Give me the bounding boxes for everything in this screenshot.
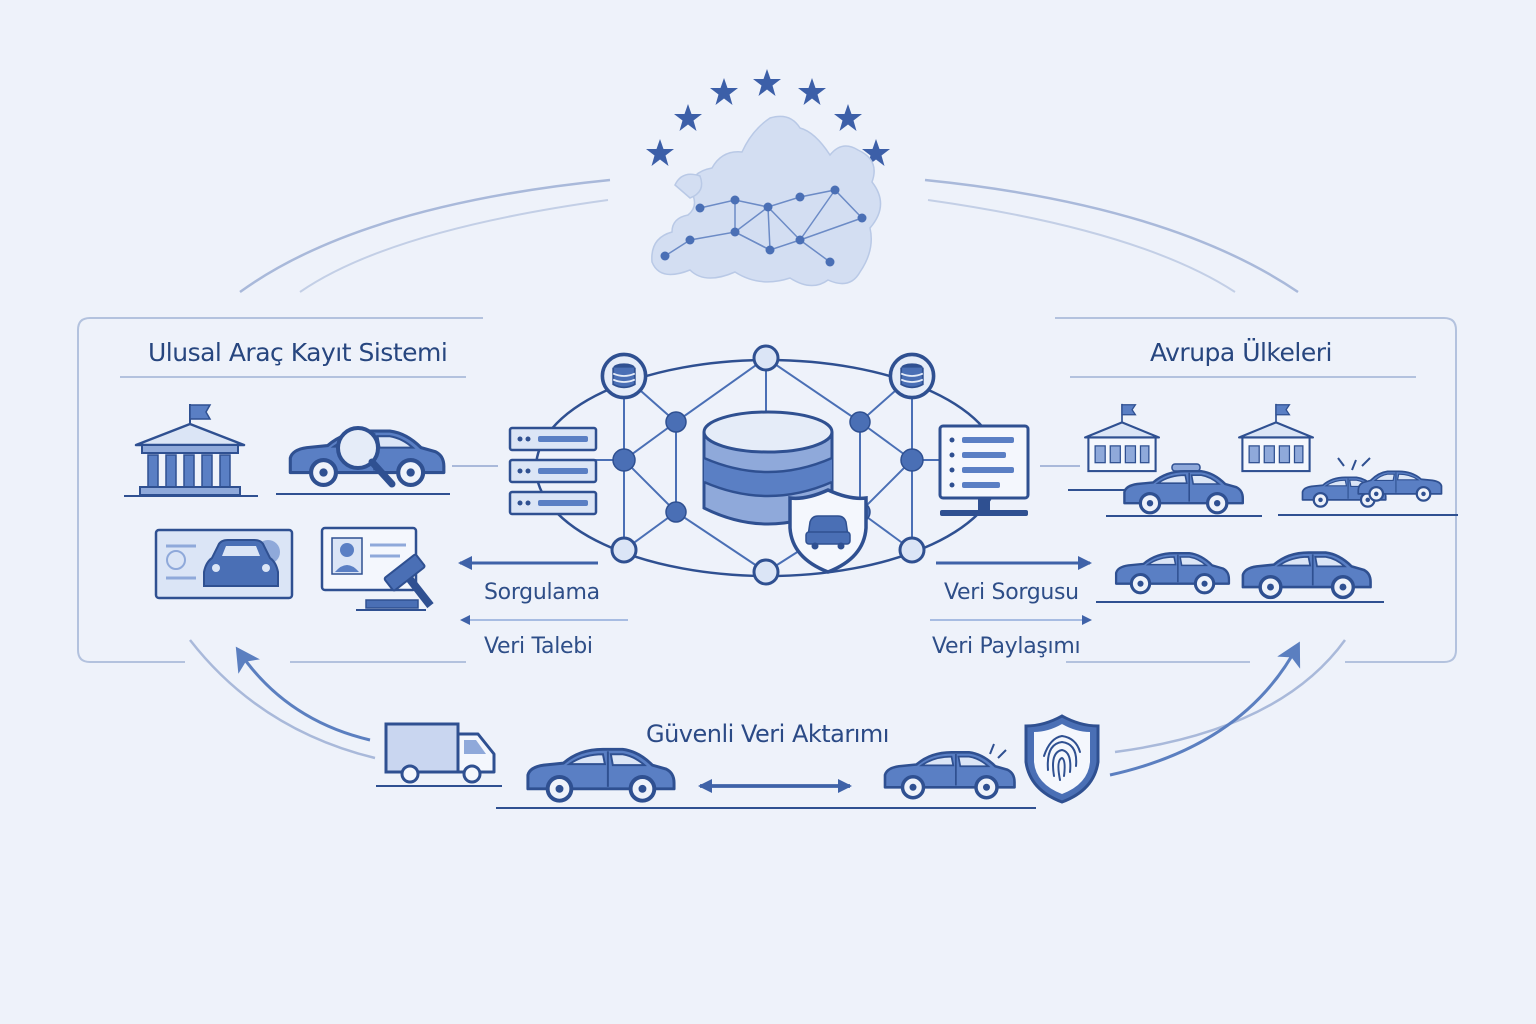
computer-terminal-icon [938, 424, 1030, 516]
europe-map-icon [651, 115, 882, 287]
secure-transfer-label: Güvenli Veri Aktarımı [646, 720, 889, 748]
police-car-icon [1106, 463, 1262, 517]
flow-label-request: Veri Talebi [484, 634, 593, 659]
car-icon [1240, 550, 1373, 600]
vehicle-registration-card-icon [154, 528, 294, 600]
car-icon [885, 752, 1015, 798]
car-icon [528, 749, 674, 800]
fingerprint-shield-icon [1024, 714, 1100, 804]
car-icon [1114, 551, 1231, 595]
database-icon [888, 352, 936, 400]
flow-label-query: Sorgulama [484, 580, 600, 605]
car-crash-icon [1300, 457, 1444, 509]
truck-icon [376, 722, 502, 787]
flow-label-data-sharing: Veri Paylaşımı [932, 634, 1081, 659]
government-building-icon [124, 404, 258, 497]
id-card-gavel-icon [320, 526, 434, 611]
government-building-icon [1237, 402, 1315, 473]
right-panel-title: Avrupa Ülkeleri [1150, 338, 1332, 367]
flow-label-data-query: Veri Sorgusu [944, 580, 1079, 605]
server-rack-icon [508, 426, 598, 516]
shield-car-icon [788, 488, 868, 574]
car-search-icon [276, 426, 450, 495]
government-building-icon [1083, 402, 1161, 473]
database-icon [600, 352, 648, 400]
left-panel-title: Ulusal Araç Kayıt Sistemi [148, 338, 448, 367]
central-network [534, 344, 1002, 586]
